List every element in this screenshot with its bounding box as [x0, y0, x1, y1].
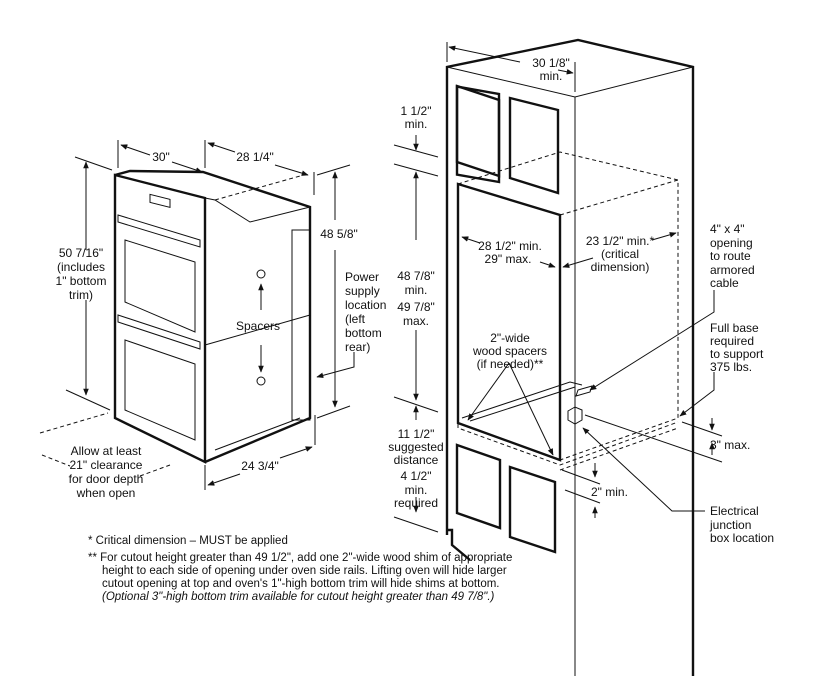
- two-min-label: 2" min.: [591, 485, 628, 499]
- junction-box-label: Electrical junction box location: [709, 504, 774, 545]
- svg-text:suggested: suggested: [388, 440, 443, 454]
- wall-oven-drawing: [39, 140, 355, 490]
- oven-left-height-label: 50 7/16" (includes 1" bottom trim): [56, 246, 107, 302]
- svg-text:11 1/2": 11 1/2": [398, 427, 435, 441]
- svg-text:min.: min.: [405, 283, 428, 297]
- footnotes: * Critical dimension – MUST be applied *…: [88, 535, 528, 608]
- svg-text:49 7/8": 49 7/8": [397, 300, 435, 314]
- svg-text:4 1/2": 4 1/2": [401, 469, 432, 483]
- svg-text:required: required: [394, 496, 438, 510]
- svg-text:Power: Power: [345, 270, 379, 284]
- critical-note: * Critical dimension – MUST be applied: [88, 535, 288, 547]
- svg-text:required: required: [710, 334, 754, 348]
- svg-text:(left: (left: [345, 312, 366, 326]
- svg-text:junction: junction: [709, 518, 751, 532]
- oven-width-label: 30": [152, 150, 170, 164]
- oven-bottom-depth-label: 24 3/4": [241, 459, 279, 473]
- power-supply-label: Power supply location (left bottom rear): [345, 270, 386, 354]
- svg-text:trim): trim): [69, 288, 93, 302]
- top-gap-label: 1 1/2" min.: [401, 104, 432, 131]
- svg-text:distance: distance: [394, 453, 439, 467]
- full-base-label: Full base required to support 375 lbs.: [710, 321, 764, 374]
- cutout-depth-label: 23 1/2" min.* (critical dimension): [586, 234, 655, 274]
- svg-text:48 7/8": 48 7/8": [397, 269, 435, 283]
- svg-text:max.: max.: [403, 314, 429, 328]
- svg-text:2"-wide: 2"-wide: [490, 331, 530, 345]
- cabinet-width-label: 30 1/8" min.: [532, 56, 570, 83]
- svg-text:armored: armored: [710, 263, 755, 277]
- svg-text:min.: min.: [540, 69, 563, 83]
- svg-text:to support: to support: [710, 347, 764, 361]
- svg-text:(includes: (includes: [57, 260, 105, 274]
- svg-text:28 1/2" min.: 28 1/2" min.: [478, 239, 542, 253]
- three-max-label: 3" max.: [710, 438, 750, 452]
- svg-text:Electrical: Electrical: [710, 504, 759, 518]
- door-clearance-label: Allow at least 21" clearance for door de…: [69, 444, 144, 500]
- svg-text:1 1/2": 1 1/2": [401, 104, 432, 118]
- svg-text:supply: supply: [345, 284, 380, 298]
- svg-text:box location: box location: [710, 531, 774, 545]
- svg-text:23 1/2" min.*: 23 1/2" min.*: [586, 234, 655, 248]
- svg-text:1" bottom: 1" bottom: [56, 274, 107, 288]
- cutout-note: ** For cutout height greater than 49 1/2…: [88, 552, 513, 603]
- suggested-distance-label: 11 1/2" suggested distance: [388, 427, 443, 467]
- svg-text:when open: when open: [76, 486, 136, 500]
- svg-text:rear): rear): [345, 340, 370, 354]
- svg-text:dimension): dimension): [591, 260, 650, 274]
- svg-text:cable: cable: [710, 276, 739, 290]
- svg-text:29" max.: 29" max.: [485, 252, 532, 266]
- svg-text:to route: to route: [710, 249, 751, 263]
- svg-text:min.: min.: [405, 483, 428, 497]
- svg-text:50 7/16": 50 7/16": [59, 246, 103, 260]
- svg-text:wood spacers: wood spacers: [472, 344, 547, 358]
- svg-text:4" x 4": 4" x 4": [710, 222, 745, 236]
- svg-text:21" clearance: 21" clearance: [70, 458, 143, 472]
- svg-text:opening: opening: [710, 236, 753, 250]
- wood-spacers-label: 2"-wide wood spacers (if needed)**: [472, 331, 547, 371]
- svg-text:30 1/8": 30 1/8": [532, 56, 570, 70]
- oven-height-label: 48 5/8": [320, 227, 358, 241]
- svg-text:for door depth: for door depth: [69, 472, 144, 486]
- svg-text:min.: min.: [405, 117, 428, 131]
- cabinet-drawing: [393, 38, 723, 676]
- bottom-min-label: 4 1/2" min. required: [394, 469, 438, 510]
- cutout-width-label: 28 1/2" min. 29" max.: [478, 239, 542, 266]
- cable-opening-label: 4" x 4" opening to route armored cable: [710, 222, 755, 290]
- spacers-label: Spacers: [236, 319, 280, 333]
- svg-text:location: location: [345, 298, 386, 312]
- svg-text:(critical: (critical: [601, 247, 639, 261]
- svg-text:(if needed)**: (if needed)**: [477, 357, 544, 371]
- svg-text:Full base: Full base: [710, 321, 759, 335]
- svg-text:Allow at least: Allow at least: [71, 444, 142, 458]
- cutout-height-label: 48 7/8" min. 49 7/8" max.: [397, 269, 435, 328]
- svg-text:375 lbs.: 375 lbs.: [710, 360, 752, 374]
- oven-depth-label: 28 1/4": [236, 150, 274, 164]
- svg-text:bottom: bottom: [345, 326, 382, 340]
